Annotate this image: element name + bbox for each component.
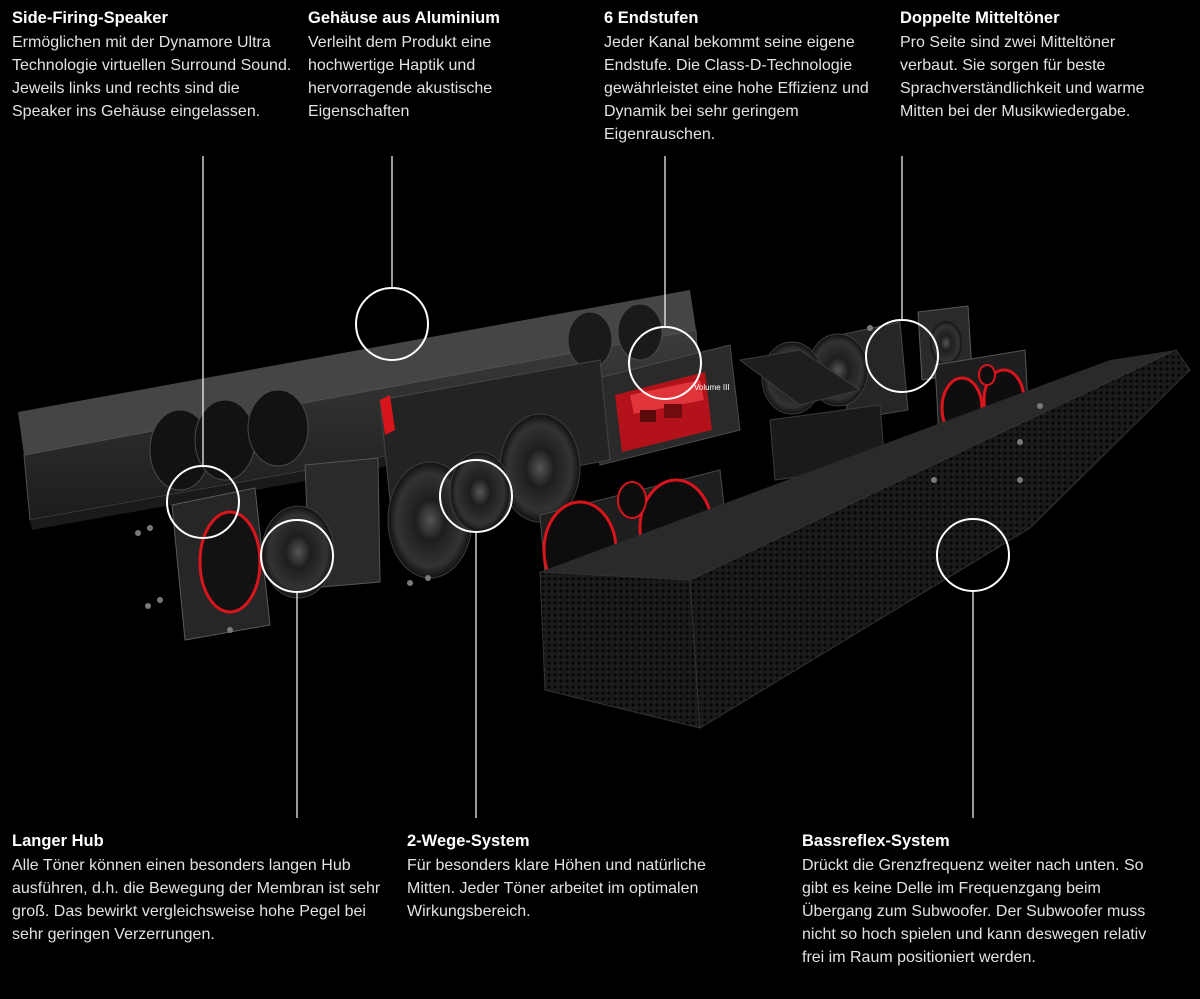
feature-title: Langer Hub: [12, 832, 104, 850]
feature-side-firing-speaker: Side-Firing-Speaker Ermöglichen mit der …: [12, 8, 297, 123]
feature-title: Bassreflex-System: [802, 832, 950, 850]
feature-description: Jeder Kanal bekommt seine eigene Endstuf…: [604, 34, 869, 143]
callout-circle-side-firing: [166, 465, 240, 539]
feature-title: Gehäuse aus Aluminium: [308, 9, 500, 27]
feature-description: Für besonders klare Höhen und natürliche…: [407, 857, 706, 920]
feature-title: 6 Endstufen: [604, 9, 699, 27]
left-two-way-drivers: [304, 413, 581, 589]
callout-lines: [202, 156, 974, 818]
callout-circle-midrange: [865, 319, 939, 393]
feature-langer-hub: Langer Hub Alle Töner können einen beson…: [12, 831, 387, 946]
feature-description: Alle Töner können einen besonders langen…: [12, 857, 381, 943]
callout-circle-amplifier: [628, 326, 702, 400]
callout-circles: [166, 287, 1010, 593]
feature-endstufen: 6 Endstufen Jeder Kanal bekommt seine ei…: [604, 8, 874, 146]
left-side-bracket: [171, 487, 335, 641]
feature-description: Ermöglichen mit der Dynamore Ultra Techn…: [12, 34, 292, 120]
callout-circle-bass-reflex: [936, 518, 1010, 592]
feature-gehaeuse-aluminium: Gehäuse aus Aluminium Verleiht dem Produ…: [308, 8, 548, 123]
feature-title: 2-Wege-System: [407, 832, 530, 850]
callout-circle-long-stroke: [260, 519, 334, 593]
feature-title: Side-Firing-Speaker: [12, 9, 168, 27]
callout-circle-two-way: [439, 459, 513, 533]
feature-description: Verleiht dem Produkt eine hochwertige Ha…: [308, 34, 493, 120]
feature-doppelte-mitteltoener: Doppelte Mitteltöner Pro Seite sind zwei…: [900, 8, 1160, 123]
pcb-label: Volume III: [694, 383, 730, 392]
feature-bassreflex-system: Bassreflex-System Drückt die Grenzfreque…: [802, 831, 1162, 969]
feature-title: Doppelte Mitteltöner: [900, 9, 1060, 27]
screws: [135, 325, 1043, 633]
callout-circle-housing: [355, 287, 429, 361]
feature-description: Pro Seite sind zwei Mitteltöner verbaut.…: [900, 34, 1145, 120]
feature-zwei-wege-system: 2-Wege-System Für besonders klare Höhen …: [407, 831, 752, 923]
feature-description: Drückt die Grenzfrequenz weiter nach unt…: [802, 857, 1147, 966]
